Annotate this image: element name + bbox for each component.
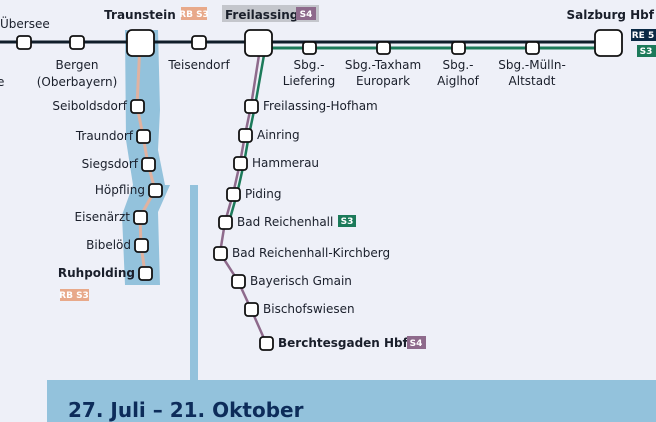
- station-freilassing[interactable]: [244, 29, 273, 57]
- label-sbg-aiglhof-1: Sbg.-: [443, 58, 474, 72]
- badge-s3-reichenhall: [338, 215, 356, 227]
- label-sbg-muelln-1: Sbg.-Mülln-: [498, 58, 566, 72]
- badge-re5: [631, 29, 656, 41]
- s4-line-berchtesgaden: [218, 54, 268, 344]
- station-label: Hammerau: [252, 156, 319, 170]
- badge-rb-s3-ruhpolding-text: RB S3: [59, 291, 89, 301]
- label-teisendorf: Teisendorf: [167, 58, 230, 72]
- label-fragment: e: [0, 75, 4, 89]
- label-sbg-liefering-2: Liefering: [283, 74, 336, 88]
- station[interactable]: [218, 215, 233, 230]
- date-range: 27. Juli – 21. Oktober: [68, 398, 304, 422]
- badge-rb-s3-traunstein-text: RB S3: [179, 10, 209, 20]
- station-sbg-liefering[interactable]: [302, 41, 317, 55]
- station-sbg-aiglhof[interactable]: [451, 41, 466, 55]
- station-salzburg-hbf[interactable]: [594, 29, 623, 57]
- station-sbg-muelln[interactable]: [525, 41, 540, 55]
- label-sbg-muelln-2: Altstadt: [509, 74, 556, 88]
- badge-re5-text: RE 5: [632, 31, 654, 41]
- station[interactable]: [238, 128, 253, 143]
- station-label: Traundorf: [75, 129, 134, 143]
- station-label: Bad Reichenhall-Kirchberg: [232, 246, 390, 260]
- label-traunstein: Traunstein: [104, 8, 176, 22]
- badge-s3-salzburg: [637, 45, 656, 57]
- station[interactable]: [244, 99, 259, 114]
- label-salzburg-hbf: Salzburg Hbf: [566, 8, 654, 22]
- badge-s4-berchtesgaden-text: S4: [410, 339, 423, 349]
- station[interactable]: [138, 266, 153, 281]
- badge-s3-reichenhall-text: S3: [341, 217, 354, 227]
- label-bergen-2: (Oberbayern): [37, 75, 118, 89]
- construction-band: [47, 30, 656, 422]
- station-label: Bibelöd: [86, 238, 131, 252]
- label-sbg-taxham-2: Europark: [356, 74, 410, 88]
- station[interactable]: [213, 246, 228, 261]
- station[interactable]: [136, 129, 151, 144]
- station[interactable]: [141, 157, 156, 172]
- label-sbg-taxham-1: Sbg.-Taxham: [345, 58, 421, 72]
- station[interactable]: [231, 274, 246, 289]
- badge-s4-freilassing: [296, 7, 316, 20]
- station[interactable]: [244, 302, 259, 317]
- badge-rb-s3-ruhpolding: [60, 289, 89, 301]
- station-label: Siegsdorf: [82, 157, 139, 171]
- label-uebersee: Übersee: [0, 15, 50, 31]
- station[interactable]: [148, 183, 163, 198]
- badge-s3-salzburg-text: S3: [640, 47, 653, 57]
- label-sbg-liefering-1: Sbg.-: [294, 58, 325, 72]
- station[interactable]: [226, 187, 241, 202]
- label-bergen-1: Bergen: [56, 58, 99, 72]
- badge-s4-berchtesgaden: [407, 336, 426, 349]
- station-label: Ruhpolding: [58, 266, 135, 280]
- label-sbg-aiglhof-2: Aiglhof: [437, 74, 479, 88]
- station[interactable]: [233, 156, 248, 171]
- station-label: Seiboldsdorf: [52, 99, 127, 113]
- freilassing-highlight: [222, 5, 319, 22]
- station-label: Bad Reichenhall: [237, 215, 333, 229]
- station-label: Ainring: [257, 128, 300, 142]
- station[interactable]: [134, 238, 149, 253]
- station-traunstein[interactable]: [126, 29, 155, 57]
- badge-rb-s3-traunstein: [181, 7, 207, 20]
- berchtesgaden-branch: Freilassing-HofhamAinringHammerauPidingB…: [213, 99, 409, 351]
- station-teisendorf[interactable]: [191, 35, 207, 50]
- ruhpolding-branch: SeiboldsdorfTraundorfSiegsdorfHöpflingEi…: [52, 99, 163, 281]
- station-uebersee[interactable]: [16, 35, 32, 50]
- station[interactable]: [133, 210, 148, 225]
- station-label: Höpfling: [95, 183, 145, 197]
- station[interactable]: [130, 99, 145, 114]
- station-label: Bayerisch Gmain: [250, 274, 352, 288]
- station-label: Eisenärzt: [75, 210, 131, 224]
- label-freilassing: Freilassing: [225, 8, 298, 22]
- station[interactable]: [259, 336, 274, 351]
- station-bergen[interactable]: [69, 35, 85, 50]
- badge-s4-freilassing-text: S4: [300, 10, 313, 20]
- station-label: Freilassing-Hofham: [263, 99, 378, 113]
- station-label: Piding: [245, 187, 281, 201]
- station-sbg-taxham[interactable]: [376, 41, 391, 55]
- station-label: Bischofswiesen: [263, 302, 355, 316]
- station-label: Berchtesgaden Hbf: [278, 336, 409, 350]
